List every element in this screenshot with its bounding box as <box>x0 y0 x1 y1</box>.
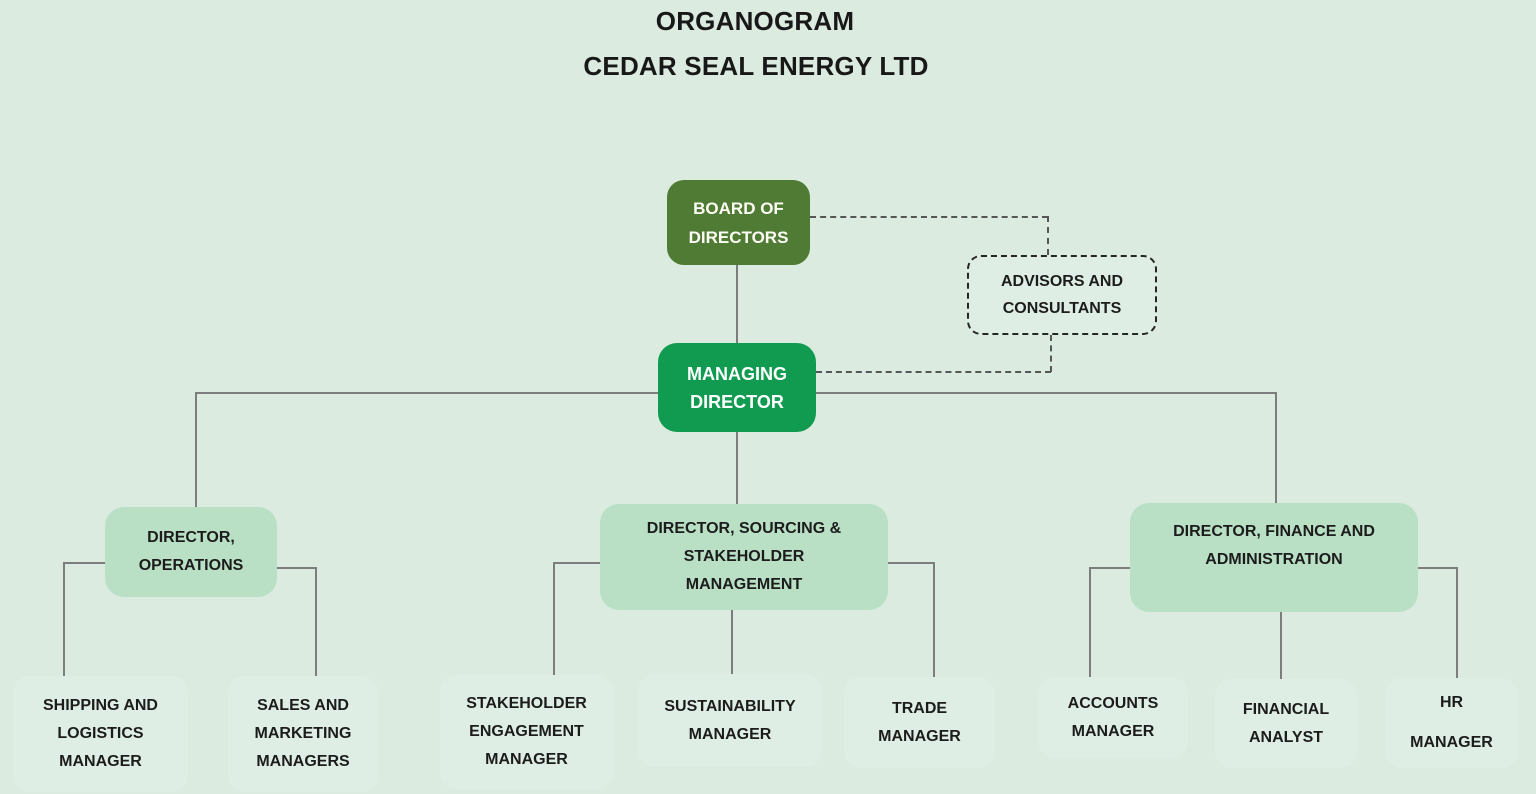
connector-ops-to-shipping <box>63 562 65 676</box>
dashed-connector-advisors-to-md-h <box>816 371 1051 373</box>
node-label: MANAGING DIRECTOR <box>687 363 787 412</box>
node-financial-analyst: FINANCIAL ANALYST <box>1215 679 1357 768</box>
chart-title: ORGANOGRAM <box>655 6 855 36</box>
connector-ops-left-h <box>63 562 105 564</box>
node-sustainability-manager: SUSTAINABILITY MANAGER <box>638 674 822 767</box>
node-director-finance-administration: DIRECTOR, FINANCE AND ADMINISTRATION <box>1130 503 1418 612</box>
node-label: SALES AND MARKETING MANAGERS <box>254 697 352 770</box>
connector-finance-left-h <box>1089 567 1130 569</box>
node-label: SHIPPING AND LOGISTICS MANAGER <box>43 697 158 770</box>
connector-sourcing-to-trade <box>933 562 935 677</box>
connector-finance-to-accounts <box>1089 567 1091 677</box>
node-label: SUSTAINABILITY MANAGER <box>664 697 796 743</box>
dashed-connector-advisors-down-v <box>1050 335 1052 372</box>
node-label: DIRECTOR, FINANCE AND ADMINISTRATION <box>1173 523 1375 568</box>
node-label: TRADE MANAGER <box>878 699 961 745</box>
node-label: ADVISORS AND CONSULTANTS <box>1000 273 1124 317</box>
node-label: ACCOUNTS MANAGER <box>1067 694 1159 740</box>
node-sales-marketing-managers: SALES AND MARKETING MANAGERS <box>228 676 378 792</box>
node-accounts-manager: ACCOUNTS MANAGER <box>1038 677 1188 758</box>
node-label: FINANCIAL ANALYST <box>1242 700 1330 746</box>
node-label: BOARD OF DIRECTORS <box>688 198 789 247</box>
connector-ops-right-h <box>277 567 317 569</box>
connector-sourcing-to-sustainability <box>731 610 733 674</box>
node-label: DIRECTOR, SOURCING & STAKEHOLDER MANAGEM… <box>646 520 842 593</box>
node-shipping-logistics-manager: SHIPPING AND LOGISTICS MANAGER <box>13 676 188 792</box>
node-label: STAKEHOLDER ENGAGEMENT MANAGER <box>466 695 587 768</box>
dashed-connector-board-to-advisors-h <box>810 216 1048 218</box>
node-stakeholder-engagement-manager: STAKEHOLDER ENGAGEMENT MANAGER <box>440 675 613 789</box>
connector-finance-to-analyst <box>1280 612 1282 679</box>
node-managing-director: MANAGING DIRECTOR <box>658 343 816 432</box>
node-label: DIRECTOR, OPERATIONS <box>138 529 244 574</box>
connector-sourcing-right-h <box>888 562 934 564</box>
company-name: CEDAR SEAL ENERGY LTD <box>583 51 929 81</box>
node-hr-manager: HR MANAGER <box>1385 678 1518 768</box>
node-board-of-directors: BOARD OF DIRECTORS <box>667 180 810 265</box>
connector-md-to-sourcing <box>736 432 738 504</box>
connector-finance-to-hr <box>1456 567 1458 678</box>
node-advisors-and-consultants: ADVISORS AND CONSULTANTS <box>967 255 1157 335</box>
node-director-operations: DIRECTOR, OPERATIONS <box>105 507 277 597</box>
dashed-connector-board-to-advisors-v <box>1047 216 1049 255</box>
node-director-sourcing-stakeholder: DIRECTOR, SOURCING & STAKEHOLDER MANAGEM… <box>600 504 888 610</box>
connector-drop-operations <box>195 392 197 507</box>
connector-ops-to-sales <box>315 567 317 676</box>
connector-sourcing-left-h <box>553 562 600 564</box>
connector-finance-right-h <box>1418 567 1457 569</box>
connector-board-to-md <box>736 265 738 343</box>
node-trade-manager: TRADE MANAGER <box>844 677 995 768</box>
connector-drop-finance <box>1275 392 1277 503</box>
node-label: HR MANAGER <box>1410 694 1493 751</box>
connector-sourcing-to-stakeholder <box>553 562 555 675</box>
